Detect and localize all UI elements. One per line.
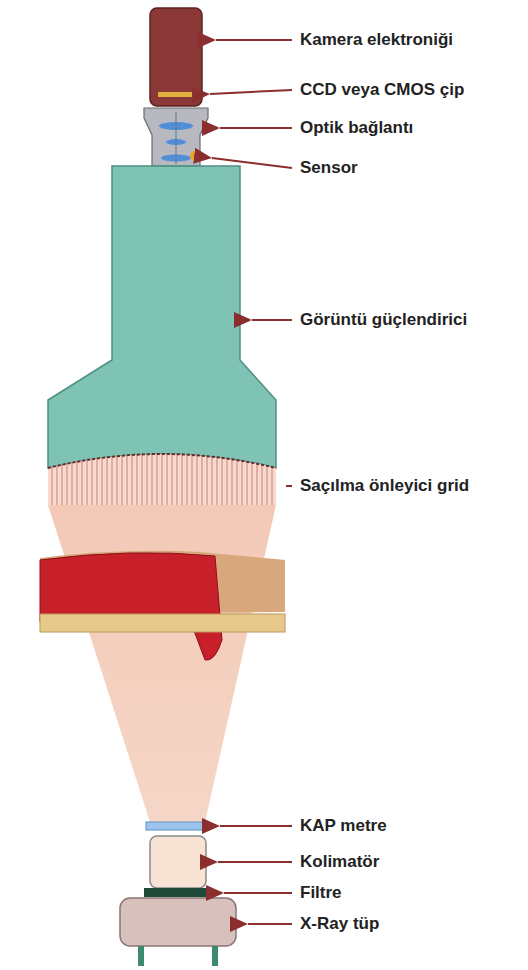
table: [40, 614, 285, 632]
kap-meter: [146, 822, 208, 830]
optical-coupling: [144, 108, 208, 166]
part-label: Sensor: [300, 159, 358, 178]
patient-sheet: [40, 553, 222, 660]
part-label: Filtre: [300, 884, 342, 903]
part-label: Kolimatör: [300, 853, 379, 872]
x-ray-tube: [120, 898, 236, 946]
sensor: [190, 151, 200, 161]
part-label: Kamera elektroniği: [300, 31, 453, 50]
part-label: Saçılma önleyici grid: [300, 477, 469, 496]
collimator: [150, 836, 206, 888]
part-label: Görüntü güçlendirici: [300, 311, 467, 330]
image-intensifier: [48, 166, 276, 468]
part-label: Optik bağlantı: [300, 119, 413, 138]
part-label: CCD veya CMOS çip: [300, 81, 464, 100]
part-label: KAP metre: [300, 817, 387, 836]
filter: [144, 888, 212, 897]
leader-arrows: [210, 40, 292, 924]
ccd-chip: [158, 92, 194, 97]
camera-electronics: [150, 8, 202, 106]
part-label: X-Ray tüp: [300, 915, 379, 934]
anti-scatter-grid: [48, 454, 276, 505]
